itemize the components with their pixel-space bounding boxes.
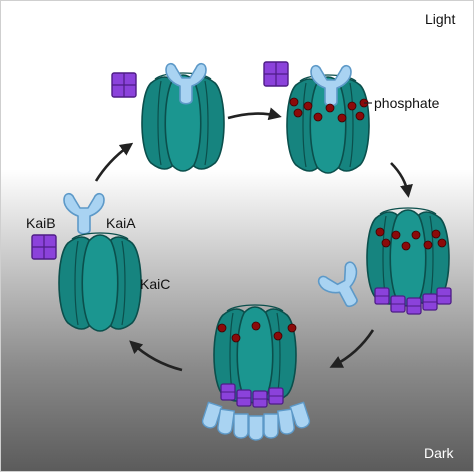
state-kaic-phosphorylated: phosphate bbox=[263, 61, 440, 174]
kaib-block-icon bbox=[31, 234, 57, 260]
arrow-bottom-right bbox=[329, 329, 375, 368]
dark-label: Dark bbox=[424, 445, 455, 461]
state-free-components: KaiA KaiB KaiC bbox=[26, 192, 170, 332]
state-kaic-kaib-kaia-complex bbox=[200, 304, 312, 441]
phosphate-label: phosphate bbox=[374, 95, 440, 111]
kaia-label: KaiA bbox=[106, 215, 136, 231]
light-label: Light bbox=[425, 11, 455, 27]
kaic-label: KaiC bbox=[140, 276, 170, 292]
arrow-left bbox=[94, 142, 134, 182]
kaib-free-icon bbox=[111, 72, 137, 98]
arrow-right bbox=[390, 162, 413, 198]
arrow-top bbox=[227, 107, 282, 121]
kaib-free-icon bbox=[263, 61, 289, 87]
arrow-bottom-left bbox=[129, 340, 183, 372]
kaic-hexamer-icon bbox=[58, 232, 142, 332]
kaib-label: KaiB bbox=[26, 215, 56, 231]
